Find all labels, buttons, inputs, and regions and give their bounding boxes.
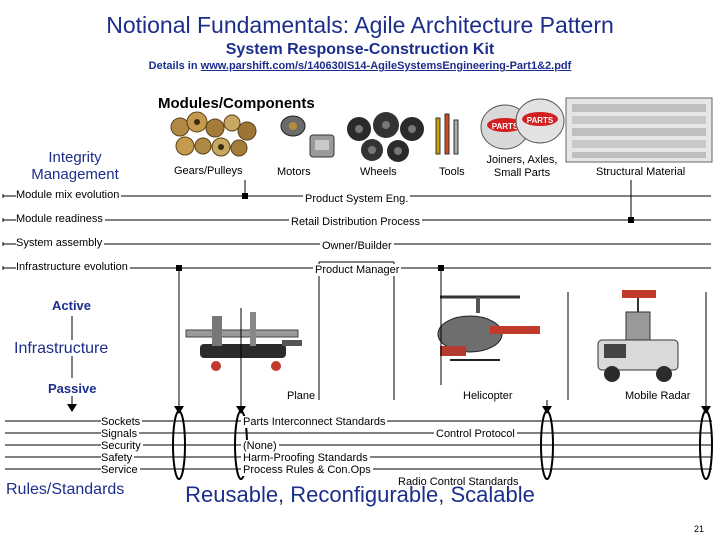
modules-heading: Modules/Components	[158, 95, 315, 112]
integrity-lines	[2, 194, 711, 270]
infrastructure-active: Active	[52, 298, 92, 313]
product-frames	[178, 261, 707, 400]
integrity-right-2: Owner/Builder	[320, 240, 394, 252]
rules-tap-stems	[178, 385, 707, 408]
harm-line-0: (None)	[241, 440, 279, 452]
module-joiners-label: Joiners, Axles, Small Parts	[486, 154, 558, 179]
rules-list-4: Service	[101, 464, 140, 476]
mobile-radar-photo	[597, 290, 679, 382]
infrastructure-passive: Passive	[48, 381, 97, 396]
rules-tap-arrows	[174, 406, 711, 414]
page-number: 21	[693, 524, 704, 534]
integrity-right-3: Product Manager	[313, 264, 402, 276]
module-motors-label: Motors	[277, 166, 311, 178]
product-plane-label: Plane	[287, 390, 316, 402]
parts-tins-photo: PARTS PARTS	[480, 98, 565, 150]
integrity-left-2: System assembly	[16, 237, 105, 249]
structural-material-photo	[565, 97, 713, 163]
svg-text:PARTS: PARTS	[492, 122, 519, 131]
helicopter-photo	[437, 295, 540, 361]
rules-list-1: Signals	[101, 428, 140, 440]
rules-list-2: Security	[101, 440, 143, 452]
passive-arrow-head	[67, 404, 77, 412]
module-structural-label: Structural Material	[596, 166, 686, 178]
integrity-left-3: Infrastructure evolution	[16, 261, 130, 273]
rules-list-3: Safety	[101, 452, 135, 464]
gears-pulleys-photo	[170, 111, 257, 157]
module-wheels-label: Wheels	[360, 166, 397, 178]
product-helicopter-label: Helicopter	[463, 390, 513, 402]
infrastructure-heading: Infrastructure	[14, 340, 109, 357]
rules-list-0: Sockets	[101, 416, 143, 428]
module-tools-label: Tools	[439, 166, 465, 178]
integrity-left-1: Module readiness	[16, 213, 105, 225]
harm-line-1: Harm-Proofing Standards	[241, 452, 370, 464]
vertical-links	[178, 180, 632, 292]
product-radar-label: Mobile Radar	[625, 390, 691, 402]
footer-tagline: Reusable, Reconfigurable, Scalable	[185, 482, 535, 507]
integrity-left-0: Module mix evolution	[16, 189, 122, 201]
slide-title: Notional Fundamentals: Agile Architectur…	[106, 12, 614, 38]
integrity-right-1: Retail Distribution Process	[289, 216, 422, 228]
wheels-photo	[347, 112, 424, 162]
details-link[interactable]: www.parshift.com/s/140630IS14-AgileSyste…	[200, 60, 572, 72]
slide-subtitle: System Response-Construction Kit	[225, 41, 495, 58]
details-line: Details in www.parshift.com/s/140630IS14…	[0, 60, 720, 72]
svg-text:PARTS: PARTS	[527, 116, 554, 125]
harm-line-2: Process Rules & Con.Ops	[241, 464, 373, 476]
details-prefix: Details in	[148, 60, 201, 72]
tools-photo	[435, 113, 459, 155]
motors-photo	[280, 115, 335, 158]
integrity-right-0: Product System Eng.	[303, 193, 411, 205]
rules-heading: Rules/Standards	[6, 481, 125, 498]
integrity-heading: Integrity Management	[31, 149, 119, 183]
module-gears-label: Gears/Pulleys	[174, 165, 243, 177]
control-protocol-label: Control Protocol	[434, 428, 517, 440]
parts-interconnect-label: Parts Interconnect Standards	[241, 416, 388, 428]
plane-photo	[185, 312, 302, 371]
radio-control-label: Radio Control Standards	[396, 476, 521, 488]
